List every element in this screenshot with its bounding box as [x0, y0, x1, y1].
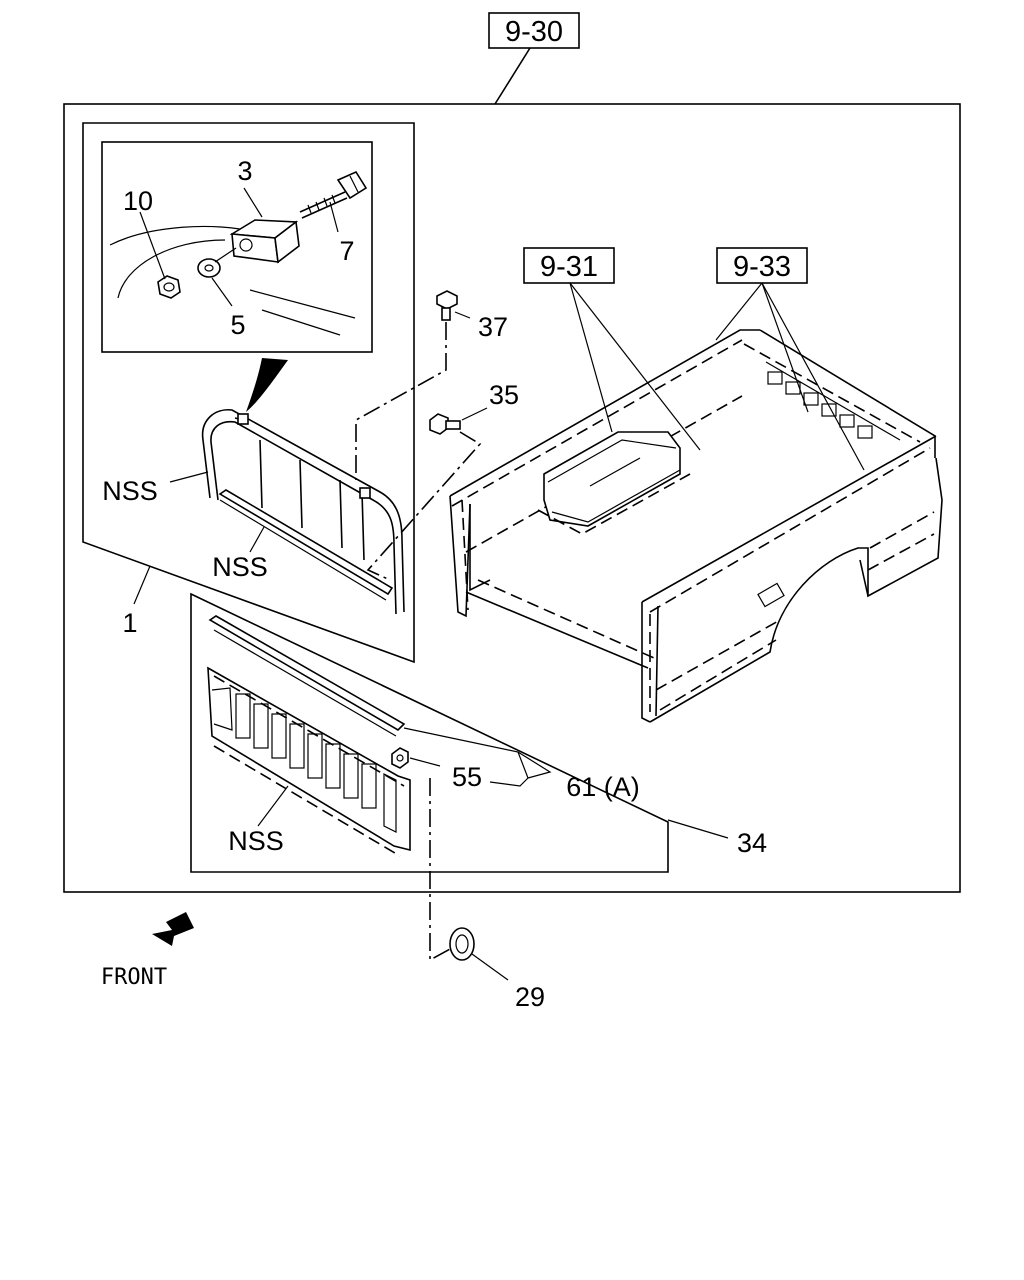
detail-inset	[109, 170, 368, 336]
leader-10	[139, 211, 166, 280]
leader-5	[211, 277, 233, 307]
callout-5: 5	[230, 310, 245, 340]
front-label: FRONT	[101, 965, 167, 990]
curve-background-b	[117, 239, 226, 299]
chain-line-37	[355, 322, 447, 480]
main-frame	[63, 103, 961, 893]
surface-line-b	[261, 309, 341, 336]
nut-part-55[interactable]	[391, 747, 409, 769]
leader-1	[133, 565, 151, 605]
leader-34	[667, 819, 729, 839]
leader-55	[409, 757, 441, 767]
nut-part-10[interactable]	[157, 275, 181, 299]
leader-nss-bar	[249, 526, 265, 553]
washer-part-5[interactable]	[197, 258, 221, 278]
callout-37: 37	[478, 312, 508, 342]
callout-55: 55	[452, 762, 482, 792]
callout-nss-rack: NSS	[102, 476, 158, 506]
leader-9-33-b	[761, 282, 809, 413]
callout-7: 7	[339, 236, 354, 266]
leader-nss-rack	[169, 471, 209, 483]
ref-9-33-label: 9-33	[733, 251, 791, 283]
leader-29	[471, 953, 509, 981]
ref-9-31-label: 9-31	[540, 251, 598, 283]
leader-9-33-c	[761, 282, 865, 471]
callout-29: 29	[515, 982, 545, 1012]
bracket-part-3[interactable]	[229, 219, 300, 264]
leader-9-31-b	[569, 282, 701, 451]
callout-1: 1	[122, 608, 137, 638]
callout-34: 34	[737, 828, 767, 858]
callout-3: 3	[237, 156, 252, 186]
callout-35: 35	[489, 380, 519, 410]
bolt-part-37[interactable]	[436, 290, 458, 321]
chain-line-35	[366, 431, 482, 581]
callout-10: 10	[123, 186, 153, 216]
grommet-part-29[interactable]	[449, 927, 475, 961]
detail-inset-frame	[101, 141, 373, 353]
leader-7	[329, 201, 339, 233]
tailgate-upper-bar[interactable]	[208, 615, 406, 737]
callout-nss-bar: NSS	[212, 552, 268, 582]
leader-9-31-a	[569, 282, 613, 433]
ref-box-9-30[interactable]: 9-30	[488, 12, 580, 49]
assembly-1-frame	[82, 122, 415, 664]
assembly-34-frame	[190, 592, 669, 873]
leader-nss-panel	[257, 785, 289, 827]
bolt-part-7[interactable]	[299, 170, 368, 219]
bolt-axis	[214, 247, 237, 263]
leader-61-low	[489, 777, 529, 787]
leader-37	[454, 311, 471, 319]
rack-lower-bar[interactable]	[218, 489, 394, 601]
leader-35	[461, 407, 488, 421]
truck-bed[interactable]	[449, 329, 943, 723]
bolt-part-35[interactable]	[429, 413, 461, 435]
tailgate-panel[interactable]	[207, 666, 411, 857]
surface-line-a	[249, 289, 356, 319]
chain-line-29	[429, 778, 453, 962]
callout-61a: 61 (A)	[566, 772, 640, 802]
ref-box-9-33[interactable]: 9-33	[716, 247, 808, 284]
headboard-rack[interactable]	[201, 409, 405, 615]
ref-9-30-label: 9-30	[505, 16, 563, 48]
leader-9-33-a	[715, 282, 763, 341]
callout-nss-panel: NSS	[228, 826, 284, 856]
leader-9-30	[494, 47, 531, 105]
leader-3	[243, 187, 263, 218]
detail-pointer-icon	[246, 358, 288, 412]
front-arrow-icon	[152, 912, 194, 946]
ref-box-9-31[interactable]: 9-31	[523, 247, 615, 284]
